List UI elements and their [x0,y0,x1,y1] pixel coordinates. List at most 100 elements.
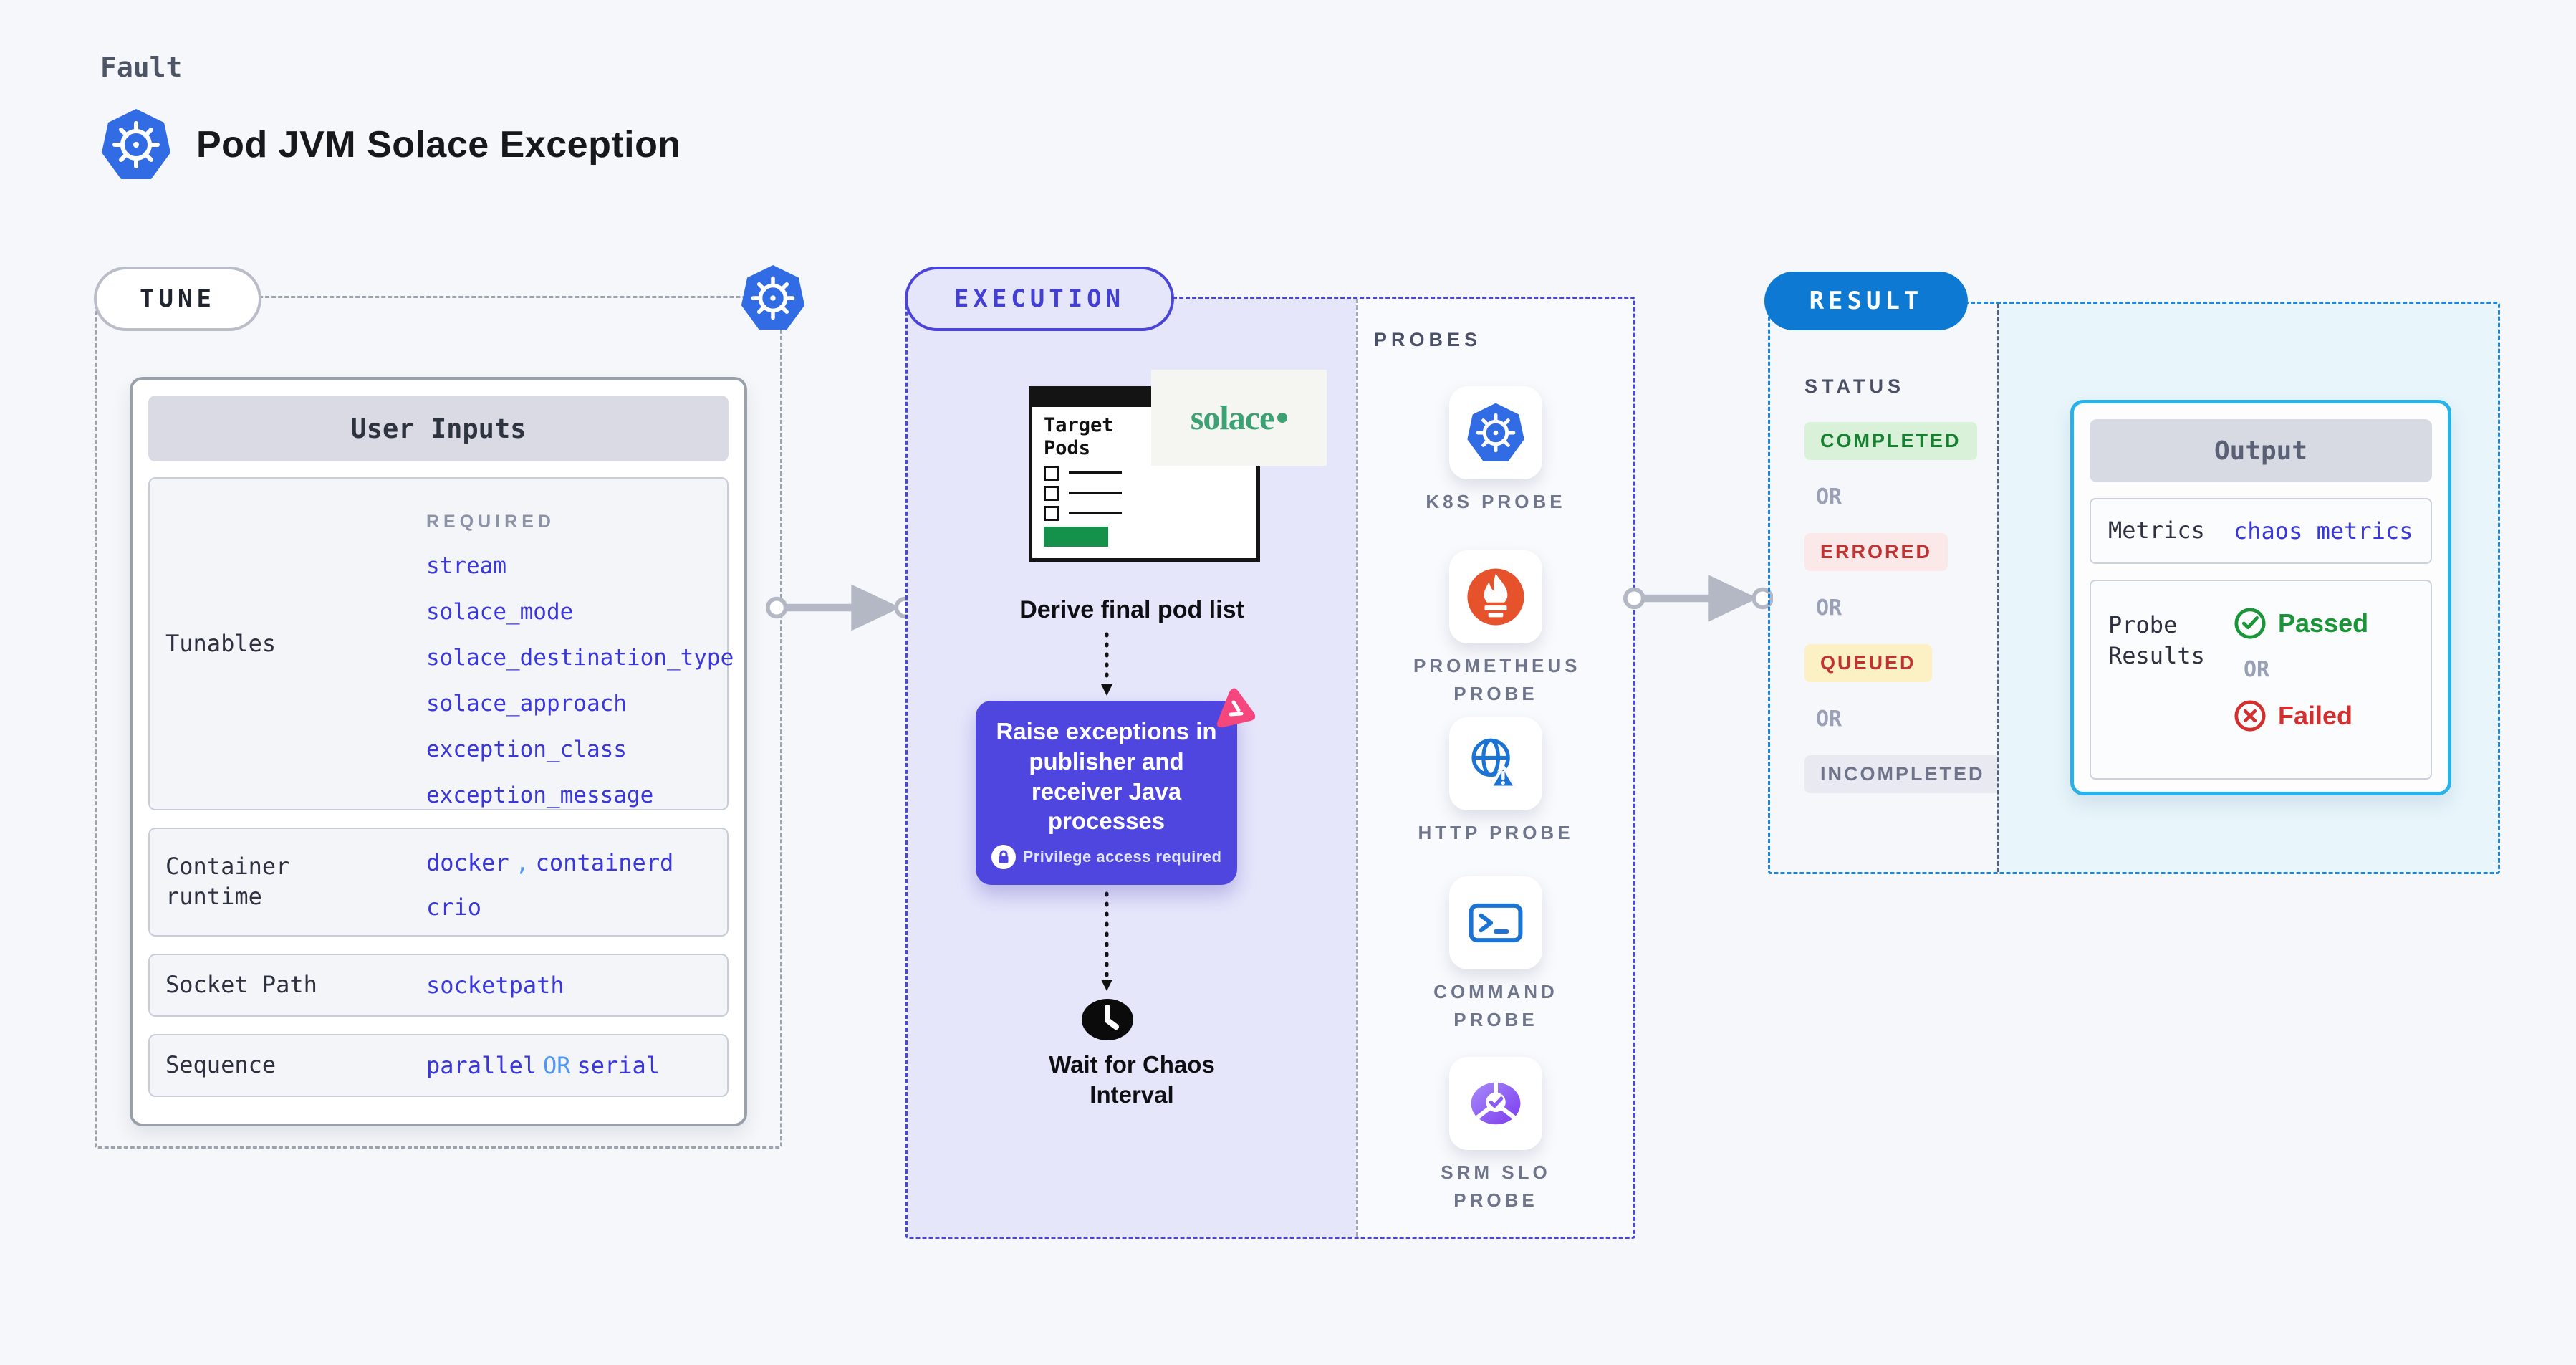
probe-tile [1449,550,1542,643]
container-runtime-label: Container runtime [165,853,290,910]
failed-line: Failed [2234,699,2431,732]
or-separator: OR [1816,595,1842,621]
status-column: STATUS COMPLETED OR ERRORED OR QUEUED OR… [1770,304,2001,872]
required-label: REQUIRED [426,512,555,532]
confirm-button-shape [1044,526,1108,547]
pod-list-item [1044,465,1245,481]
tunables-row: Tunables REQUIRED stream solace_mode sol… [148,477,734,810]
solace-logo: solace [1151,370,1327,466]
wait-caption-wrap: Wait for Chaos Interval [908,1050,1356,1110]
dotted-arrow-down [1101,891,1112,991]
slo-pie-check-icon [1471,1079,1521,1125]
tunable-value: solace_approach [426,691,627,717]
status-heading: STATUS [1804,375,1905,397]
sequence-label: Sequence [165,1051,277,1079]
lock-icon [991,844,1016,869]
pod-list-item [1044,505,1245,521]
socket-path-label: Socket Path [165,971,317,999]
clock-icon [1082,999,1133,1040]
tunable-value: solace_destination_type [426,645,734,671]
list-line [1069,512,1122,515]
tunable-value: exception_class [426,737,627,762]
probe-item-prometheus: PROMETHEUS PROBE [1358,550,1633,708]
derive-pod-list-caption: Derive final pod list [1019,596,1244,623]
result-section: RESULT STATUS COMPLETED OR ERRORED OR QU… [1764,272,2500,874]
or-separator: OR [1816,707,1842,732]
status-badge-completed: COMPLETED [1804,422,1977,460]
output-card: Output Metrics chaos metrics Probe Resul… [2070,400,2451,795]
dotted-arrow-down [1101,632,1112,696]
status-badge-queued: QUEUED [1804,644,1932,682]
failed-label: Failed [2278,701,2353,730]
probe-tile [1449,386,1542,479]
flow-arrow [1623,575,1773,622]
sequence-value: serial [577,1052,660,1079]
tunables-label: Tunables [165,629,277,657]
wait-chaos-caption: Wait for Chaos Interval [1049,1051,1215,1108]
list-line [1069,471,1122,475]
output-header: Output [2090,419,2432,482]
tunable-value: stream [426,553,506,579]
probe-results-row: Probe Results Passed OR [2090,580,2432,780]
probe-tile [1449,717,1542,810]
pod-list-item [1044,485,1245,501]
passed-line: Passed [2234,607,2431,640]
probe-item-k8s: K8S PROBE [1358,386,1633,516]
title-row: Pod JVM Solace Exception [100,107,681,182]
chaos-action-text: Raise exceptions in publisher and receiv… [996,718,1217,835]
sequence-row: Sequence parallel OR serial [148,1034,729,1097]
tune-badge: TUNE [94,267,261,331]
terminal-icon [1469,903,1523,943]
probes-heading: PROBES [1374,329,1482,350]
kubernetes-icon [1467,403,1524,461]
target-pods-title: Target Pods [1044,414,1114,460]
result-badge: RESULT [1764,272,1968,330]
tune-section: TUNE User Inputs Tunables REQUIRED strea… [94,265,805,1149]
kubernetes-icon [102,109,170,179]
metrics-value: chaos metrics [2234,517,2413,545]
checkbox-icon [1044,505,1059,521]
list-line [1069,492,1122,495]
sequence-value: parallel [426,1052,537,1079]
checkbox-icon [1044,465,1059,481]
runtime-value: docker [426,849,509,876]
page-title: Pod JVM Solace Exception [196,124,681,166]
passed-label: Passed [2278,608,2369,638]
or-separator: OR [2244,657,2270,682]
output-panel: Output Metrics chaos metrics Probe Resul… [1997,304,2498,872]
tunable-value: solace_mode [426,599,574,625]
execution-section: EXECUTION Target Pods solace Derive fina… [905,267,1635,1239]
probe-item-srm-slo: SRM SLO PROBE [1358,1057,1633,1215]
status-badge-errored: ERRORED [1804,533,1948,571]
probe-item-http: HTTP PROBE [1358,717,1633,847]
solace-dot-icon [1277,413,1288,423]
status-badge-incompleted: INCOMPLETED [1804,755,2001,793]
user-inputs-header: User Inputs [148,396,729,461]
probe-tile [1449,1057,1542,1150]
fault-kicker: Fault [100,52,183,83]
socket-path-row: Socket Path socketpath [148,954,729,1017]
execution-badge: EXECUTION [905,267,1174,331]
sequence-separator: OR [543,1052,571,1079]
probe-item-command: COMMAND PROBE [1358,876,1633,1034]
flow-arrow [765,584,915,631]
globe-alert-icon [1471,738,1517,789]
user-inputs-card: User Inputs Tunables REQUIRED stream sol… [130,377,747,1126]
target-pods-window: Target Pods [1029,386,1260,562]
checkbox-icon [1044,485,1059,501]
socket-path-value: socketpath [426,972,564,999]
tunable-value: exception_message [426,782,654,808]
probe-results-label: Probe Results [2108,611,2205,670]
or-separator: OR [1816,484,1842,509]
metrics-row: Metrics chaos metrics [2090,498,2432,564]
privilege-note: Privilege access required [991,844,1222,869]
probes-panel: PROBES K8S PROBE [1356,299,1633,1237]
prometheus-icon [1467,568,1524,626]
check-circle-icon [2234,608,2266,639]
probe-tile [1449,876,1542,969]
kubernetes-icon [741,265,805,330]
litmus-chaos-icon [1216,688,1256,728]
execution-flow: Target Pods solace Derive final pod list [908,299,1356,1237]
metrics-label: Metrics [2108,517,2205,545]
